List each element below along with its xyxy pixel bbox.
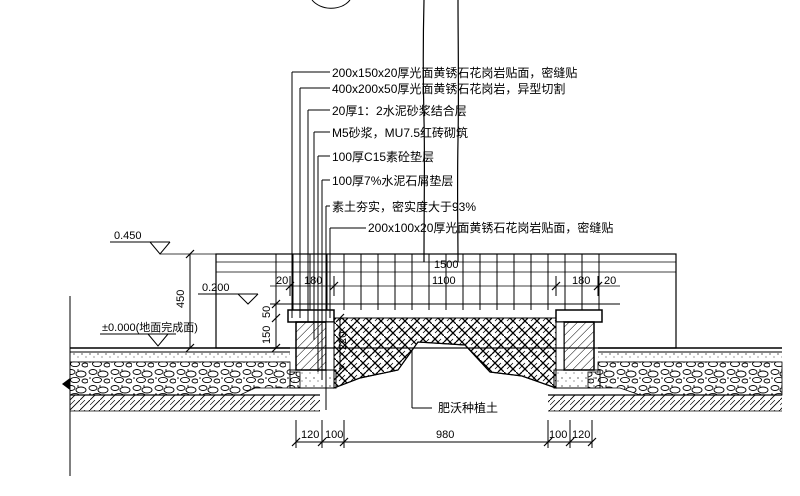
gravel-layer: [69, 361, 783, 396]
callout-leaders: [291, 71, 432, 410]
dim-180-left: 180: [304, 275, 322, 287]
dim-450: 450: [175, 290, 187, 308]
dim-20-right: 20: [604, 275, 616, 287]
dim-100-right: 100: [549, 429, 567, 441]
dim-1100: 1100: [432, 275, 456, 287]
callout-lower: 200x100x20厚光面黄锈石花岗岩贴面，密缝贴: [368, 220, 613, 235]
dim-100-left: 100: [325, 429, 343, 441]
dim-120-left: 120: [301, 429, 319, 441]
callout-3: 20厚1：2水泥砂浆结合层: [332, 103, 467, 118]
dim-1500: 1500: [434, 259, 458, 271]
level-mid-label: 0.200: [202, 282, 230, 294]
callout-5: 100厚C15素砼垫层: [332, 149, 434, 164]
top-dimension-lines: [270, 276, 620, 296]
dim-980: 980: [436, 429, 454, 441]
tree-grate-bars: [275, 254, 600, 310]
planting-soil: [333, 317, 557, 389]
level-top-label: 0.450: [114, 230, 142, 242]
level-ground-label: ±0.000(地面完成面): [102, 320, 198, 334]
ground-surface: [70, 347, 782, 363]
dim-50: 50: [261, 306, 273, 318]
section-arrow: [62, 378, 70, 390]
callout-6: 100厚7%水泥石屑垫层: [332, 173, 453, 188]
dim-180-right: 180: [572, 275, 590, 287]
callout-1: 200x150x20厚光面黄锈石花岗岩贴面，密缝贴: [332, 65, 577, 80]
level-marker-mid: [198, 293, 259, 305]
compacted-earth: [70, 395, 782, 412]
soil-label: 肥沃种植土: [438, 400, 498, 415]
level-marker-ground: [100, 333, 176, 347]
dim-120-right: 120: [572, 429, 590, 441]
callout-4: M5砂浆，MU7.5红砖砌筑: [332, 125, 468, 140]
bottom-dimension-chain: [291, 420, 597, 448]
tree-trunk: [311, 0, 460, 263]
right-planter-wall: [553, 309, 603, 389]
callout-7: 素土夯实，密实度大于93%: [332, 199, 476, 214]
left-planter-wall: [287, 309, 337, 389]
dim-220: 220: [337, 332, 349, 350]
level-marker-top: [110, 241, 216, 255]
dim-20-left: 20: [276, 275, 288, 287]
callout-2: 400x200x50厚光面黄锈石花岗岩，异型切割: [332, 81, 565, 96]
dim-150: 150: [261, 326, 273, 344]
